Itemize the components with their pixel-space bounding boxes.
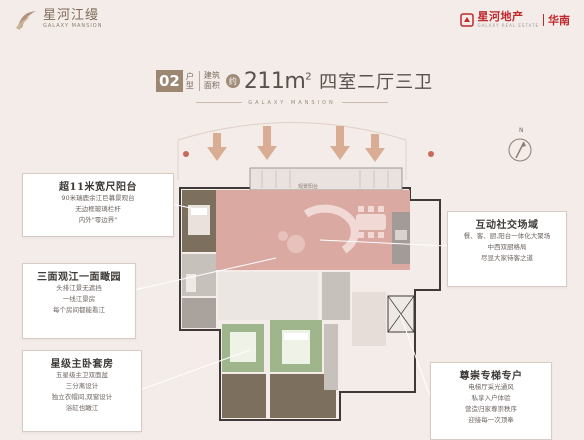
callout-social-space: 互动社交场域 餐、客、厨,阳台一体化大聚场 中西双厨格局 尽显大家待客之道 xyxy=(447,211,567,287)
callout-line: 中西双厨格局 xyxy=(487,243,527,251)
view-arc-left xyxy=(177,122,407,141)
study-room xyxy=(222,374,266,418)
callout-heading: 星级主卧套房 xyxy=(50,359,114,370)
window-marks xyxy=(183,151,434,157)
callout-line: 私享入户体验 xyxy=(471,394,511,402)
callout-line: 餐、客、厨,阳台一体化大聚场 xyxy=(463,232,551,240)
view-arrow-1 xyxy=(207,133,227,161)
title-subtitle: GALAXY MANSION xyxy=(0,100,584,106)
unit-number: 02 xyxy=(156,70,183,92)
developer-divider xyxy=(543,13,544,26)
callout-line: 独立衣帽间,双窗设计 xyxy=(51,393,113,401)
callout-line: 浴缸也瞰江 xyxy=(65,404,99,412)
developer-name-en: GALAXY REAL ESTATE xyxy=(477,23,539,28)
brand-name-en: GALAXY MANSION xyxy=(43,23,103,29)
callout-line: 三分离设计 xyxy=(65,382,99,390)
view-arrow-4 xyxy=(365,134,385,162)
area-label: 建筑面积 xyxy=(203,71,220,90)
brand-name-cn: 星河江缦 xyxy=(43,8,100,23)
callout-master-suite: 星级主卧套房 五星级主卫双面盆 三分离设计 独立衣帽间,双窗设计 浴缸也瞰江 xyxy=(22,350,142,432)
view-arrow-2 xyxy=(257,126,277,160)
balcony-label: 观景阳台 xyxy=(298,184,319,190)
area-value: 211m2 xyxy=(243,68,312,94)
developer-logo: 星河地产 GALAXY REAL ESTATE 华南 xyxy=(459,10,570,29)
developer-city: 华南 xyxy=(548,13,570,27)
layout-type: 四室二厅三卫 xyxy=(319,72,434,93)
compass-north-label: N xyxy=(519,127,524,134)
unit-sub-label: 户型 xyxy=(185,72,194,90)
compass-icon xyxy=(508,138,532,162)
developer-logo-icon xyxy=(459,12,474,27)
callout-heading: 互动社交场域 xyxy=(475,220,539,231)
callout-line: 内外"零边界" xyxy=(78,216,118,224)
dining-table xyxy=(356,214,386,230)
callout-line: 五星级主卫双面盆 xyxy=(56,371,108,379)
callout-line: 一线江景房 xyxy=(62,295,96,303)
brand-logo-left: 星河江缦 GALAXY MANSION xyxy=(14,8,102,32)
callout-line: 电梯厅采光通风 xyxy=(468,383,514,391)
unit-title: 02 户型 建筑面积 约 211m2 四室二厅三卫 xyxy=(156,68,433,94)
balcony xyxy=(249,167,403,191)
callout-heading: 尊崇专梯专户 xyxy=(459,371,523,382)
callout-line: 尽显大家待客之道 xyxy=(481,254,533,262)
view-arrow-3 xyxy=(330,126,350,160)
callout-river-view: 三面观江一面瞰园 头排江景无遮挡 一线江景房 每个房间都能看江 xyxy=(22,263,136,339)
callout-line: 迎接每一次顶奉 xyxy=(468,416,514,424)
galaxy-logo-icon xyxy=(16,11,36,30)
callout-heading: 三面观江一面瞰园 xyxy=(37,272,121,283)
callout-connectors xyxy=(133,203,448,397)
river-view-arrows xyxy=(207,126,385,162)
bath-middle xyxy=(322,272,350,320)
callout-heading: 超11米宽尺阳台 xyxy=(59,182,137,193)
title-divider xyxy=(198,71,200,91)
callout-line: 每个房间都能看江 xyxy=(53,306,105,314)
callout-line: 90米瑞鹿余江巨幕景观台 xyxy=(61,194,135,202)
developer-name: 星河地产 xyxy=(477,10,524,23)
callout-balcony: 超11米宽尺阳台 90米瑞鹿余江巨幕景观台 无边框玻璃栏杆 内外"零边界" xyxy=(22,173,174,237)
sofa xyxy=(303,204,359,254)
callout-line: 营造归家尊崇秩序 xyxy=(465,405,517,413)
callout-line: 无边框玻璃栏杆 xyxy=(75,205,121,213)
coffee-table xyxy=(287,235,305,253)
callout-private-elevator: 尊崇专梯专户 电梯厅采光通风 私享入户体验 营造归家尊崇秩序 迎接每一次顶奉 xyxy=(430,362,552,440)
callout-line: 头排江景无遮挡 xyxy=(56,284,102,292)
entrance-lobby xyxy=(352,292,386,346)
hallway xyxy=(218,272,318,320)
approx-badge: 约 xyxy=(225,74,240,88)
